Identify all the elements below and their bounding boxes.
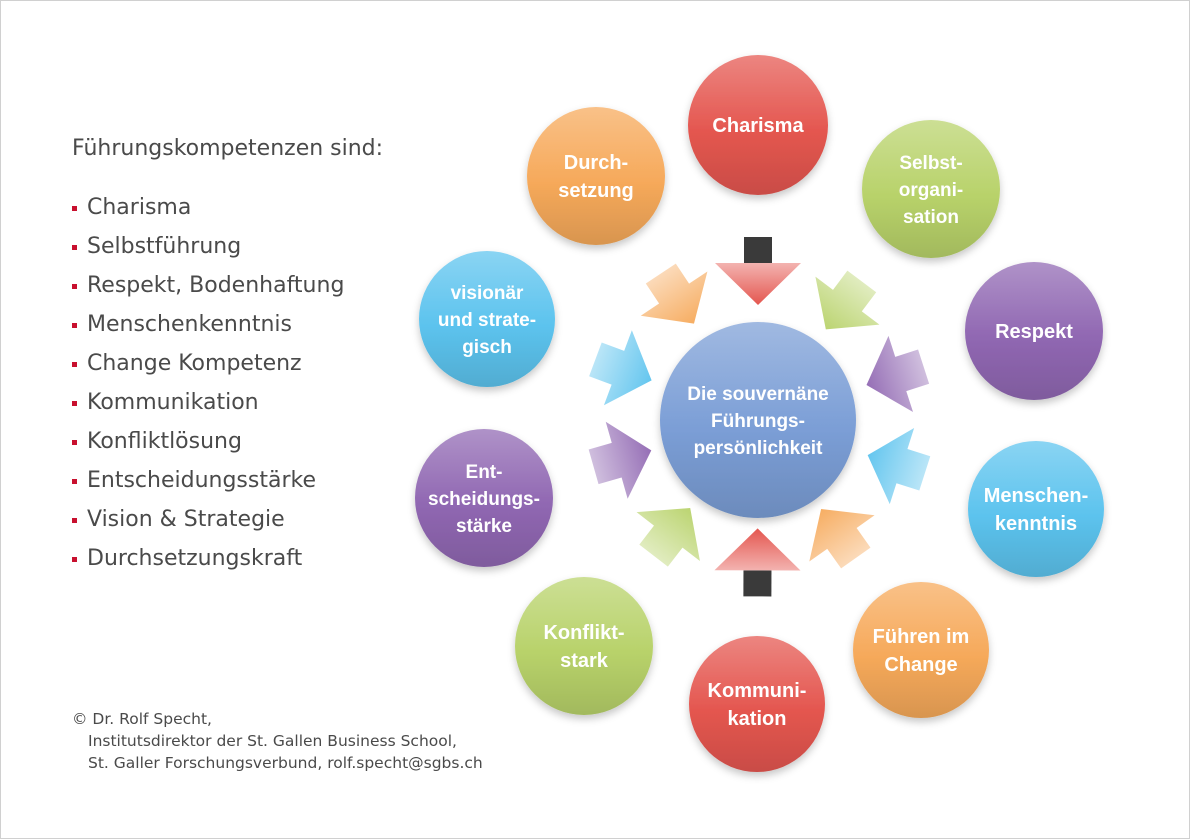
entscheidungsstaerke-disc — [415, 429, 553, 567]
center-text: Die souvernäne — [687, 384, 829, 405]
arrow-shape — [636, 508, 700, 567]
bullet-icon — [72, 401, 77, 406]
selbstorganisation-text: sation — [903, 207, 959, 228]
bullet-icon — [72, 284, 77, 289]
list-item: Vision & Strategie — [72, 500, 344, 539]
arrow-menschenkenntnis — [867, 427, 931, 505]
list-item: Durchsetzungskraft — [72, 539, 344, 578]
bullet-icon — [72, 557, 77, 562]
konfliktstark-text: stark — [560, 650, 609, 672]
arrow-head — [714, 528, 801, 571]
entscheidungsstaerke-circle: Ent-scheidungs-stärke — [415, 429, 553, 567]
competencies-list: Charisma Selbstführung Respekt, Bodenhaf… — [72, 188, 344, 578]
selbstorganisation-circle: Selbst-organi-sation — [862, 120, 1000, 258]
arrow-konfliktstark — [636, 508, 700, 567]
arrows — [588, 237, 931, 597]
list-item: Charisma — [72, 188, 344, 227]
arrow-entscheidungsstaerke — [588, 421, 652, 499]
arrow-shape — [866, 335, 930, 413]
bullet-icon — [72, 362, 77, 367]
fuehren-im-change-disc — [853, 582, 989, 718]
charisma-circle: Charisma — [688, 55, 828, 195]
kommunikation-circle: Kommuni-kation — [689, 636, 825, 772]
selbstorganisation-text: Selbst- — [899, 153, 962, 174]
respekt-text: Respekt — [995, 321, 1073, 343]
arrow-fuehren-im-change — [809, 509, 875, 569]
list-item: Selbstführung — [72, 227, 344, 266]
competencies-title: Führungskompetenzen sind: — [72, 136, 384, 161]
durchsetzung-circle: Durch-setzung — [527, 107, 665, 245]
list-item: Change Kompetenz — [72, 344, 344, 383]
visionaer-text: visionär — [451, 283, 524, 304]
arrow-shape — [589, 330, 652, 406]
kommunikation-text: kation — [728, 708, 787, 730]
center-text: persönlichkeit — [694, 438, 823, 459]
entscheidungsstaerke-text: Ent- — [466, 462, 503, 483]
arrow-selbstorganisation — [815, 270, 880, 330]
fuehren-im-change-text: Führen im — [873, 626, 970, 648]
durchsetzung-text: setzung — [558, 180, 634, 202]
arrow-shape — [815, 270, 880, 330]
fuehren-im-change-circle: Führen im Change — [853, 582, 989, 718]
respekt-disc — [965, 262, 1103, 400]
konfliktstark-circle: Konflikt-stark — [515, 577, 653, 715]
kommunikation-disc — [689, 636, 825, 772]
arrow-shape — [640, 263, 708, 324]
bullet-icon — [72, 206, 77, 211]
credit-institute: Institutsdirektor der St. Gallen Busines… — [88, 732, 457, 750]
respekt-circle: Respekt — [965, 262, 1103, 400]
credit-contact: St. Galler Forschungsverbund, rolf.spech… — [88, 754, 483, 772]
entscheidungsstaerke-text: scheidungs- — [428, 489, 540, 510]
arrow-shape — [809, 509, 875, 569]
menschenkenntnis-circle: Menschen-kenntnis — [968, 441, 1104, 577]
arrow-shape — [867, 427, 931, 505]
menschenkenntnis-text: Menschen- — [984, 485, 1088, 507]
arrow-respekt — [866, 335, 930, 413]
arrow-stem — [743, 570, 772, 597]
bullet-icon — [72, 479, 77, 484]
center-text: Führungs- — [711, 411, 805, 432]
arrow-kommunikation — [714, 528, 801, 597]
konfliktstark-disc — [515, 577, 653, 715]
bullet-icon — [72, 518, 77, 523]
charisma-disc — [688, 55, 828, 195]
arrow-head — [715, 263, 801, 305]
arrow-durchsetzung — [640, 263, 708, 324]
arrow-charisma — [715, 237, 801, 305]
list-item: Respekt, Bodenhaftung — [72, 266, 344, 305]
visionaer-text: und strate- — [438, 310, 536, 331]
kommunikation-text: Kommuni- — [708, 680, 807, 702]
list-item: Menschenkenntnis — [72, 305, 344, 344]
list-item: Kommunikation — [72, 383, 344, 422]
list-item: Konfliktlösung — [72, 422, 344, 461]
charisma-text: Charisma — [712, 115, 804, 137]
menschenkenntnis-disc — [968, 441, 1104, 577]
selbstorganisation-disc — [862, 120, 1000, 258]
arrow-stem — [744, 237, 772, 263]
durchsetzung-disc — [527, 107, 665, 245]
arrow-visionaer — [589, 330, 652, 406]
entscheidungsstaerke-text: stärke — [456, 516, 512, 537]
arrow-shape — [588, 421, 652, 499]
konfliktstark-text: Konflikt- — [543, 622, 624, 644]
visionaer-text: gisch — [462, 337, 512, 358]
durchsetzung-text: Durch- — [564, 152, 628, 174]
bullet-icon — [72, 440, 77, 445]
selbstorganisation-text: organi- — [899, 180, 963, 201]
list-item: Entscheidungsstärke — [72, 461, 344, 500]
credit: © Dr. Rolf Specht, Institutsdirektor der… — [72, 708, 483, 774]
visionaer-circle: visionär und strate-gisch — [419, 251, 555, 387]
bullet-icon — [72, 245, 77, 250]
bullet-icon — [72, 323, 77, 328]
visionaer-disc — [419, 251, 555, 387]
center-disc — [660, 322, 856, 518]
circles: Die souvernäneFührungs-persönlichkeitCha… — [415, 55, 1104, 772]
menschenkenntnis-text: kenntnis — [995, 513, 1077, 535]
fuehren-im-change-text: Change — [884, 654, 957, 676]
credit-author: © Dr. Rolf Specht, — [72, 710, 212, 728]
